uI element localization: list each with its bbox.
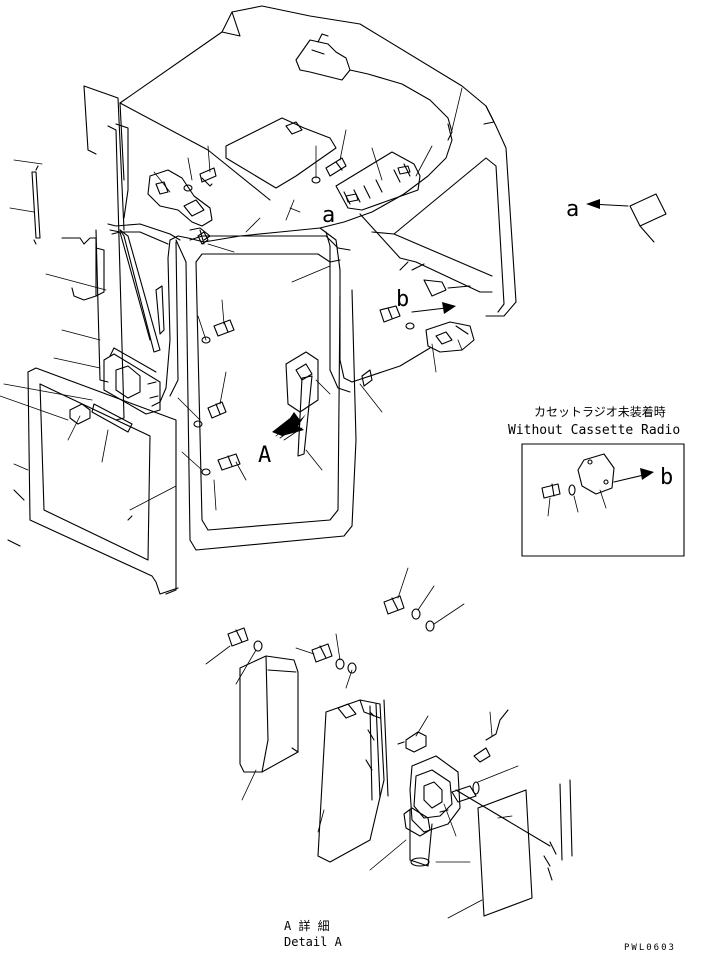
reference-a-callout	[289, 193, 667, 314]
detail-title-jp: A 詳 細	[284, 918, 330, 933]
cab-body	[7, 5, 517, 595]
inset-title-jp: カセットラジオ未装着時	[534, 404, 666, 419]
leader-lines	[0, 87, 463, 511]
view-a-label: A	[258, 443, 271, 468]
ref-b-label-main: b	[396, 287, 409, 312]
fasteners	[183, 157, 475, 476]
drawing-code: PWL0603	[624, 943, 676, 953]
ref-a-label-arrow: a	[566, 197, 579, 222]
inset-title-en: Without Cassette Radio	[508, 423, 680, 438]
ref-a-label-main: a	[322, 203, 335, 228]
inset-without-cassette-radio	[521, 443, 685, 557]
detail-title-en: Detail A	[284, 935, 343, 949]
wiper-assembly	[31, 165, 313, 433]
detail-a	[205, 567, 573, 919]
wiring-harness	[107, 123, 453, 407]
ref-b-label-box: b	[660, 465, 673, 490]
